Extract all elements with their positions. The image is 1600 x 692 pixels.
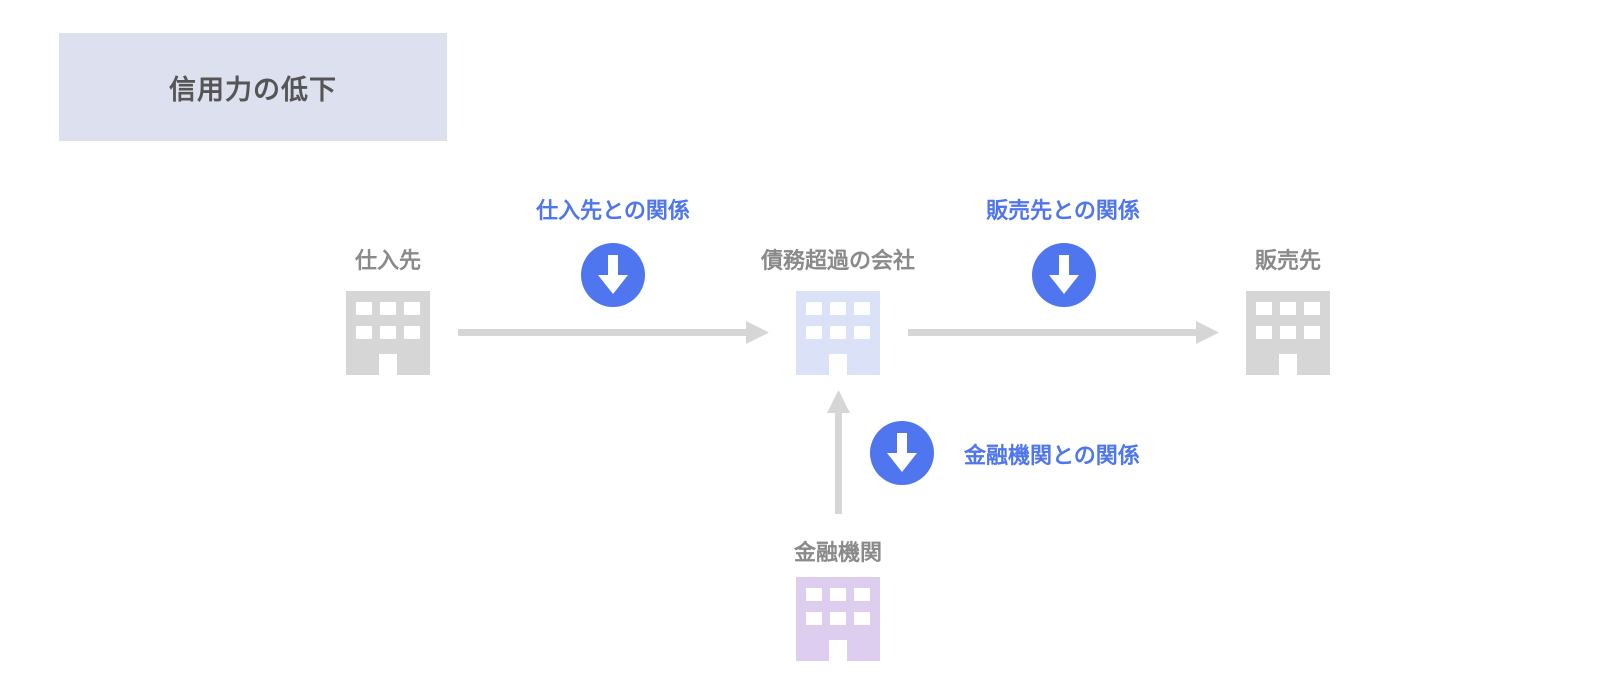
- bank-label: 金融機関: [793, 541, 882, 566]
- title-box: 信用力の低下: [59, 33, 447, 141]
- company-building-icon: [796, 291, 880, 375]
- supplier-to-company-arrow: [458, 321, 769, 344]
- supplier-building-icon: [346, 291, 430, 375]
- bank-to-company-arrow: [827, 390, 850, 514]
- customer-down-arrow-icon: [1032, 243, 1096, 307]
- supplier-relation-label: 仕入先との関係: [536, 199, 690, 224]
- bank-relation-label: 金融機関との関係: [964, 444, 1140, 469]
- company-label: 債務超過の会社: [760, 249, 915, 274]
- customer-building-icon: [1246, 291, 1330, 375]
- supplier-label: 仕入先: [354, 249, 421, 274]
- bank-building-icon: [796, 577, 880, 661]
- company-to-customer-arrow: [908, 321, 1219, 344]
- customer-relation-label: 販売先との関係: [986, 199, 1140, 224]
- supplier-down-arrow-icon: [581, 243, 645, 307]
- page-title: 信用力の低下: [169, 74, 337, 106]
- bank-down-arrow-icon: [870, 421, 934, 485]
- customer-label: 販売先: [1254, 249, 1321, 274]
